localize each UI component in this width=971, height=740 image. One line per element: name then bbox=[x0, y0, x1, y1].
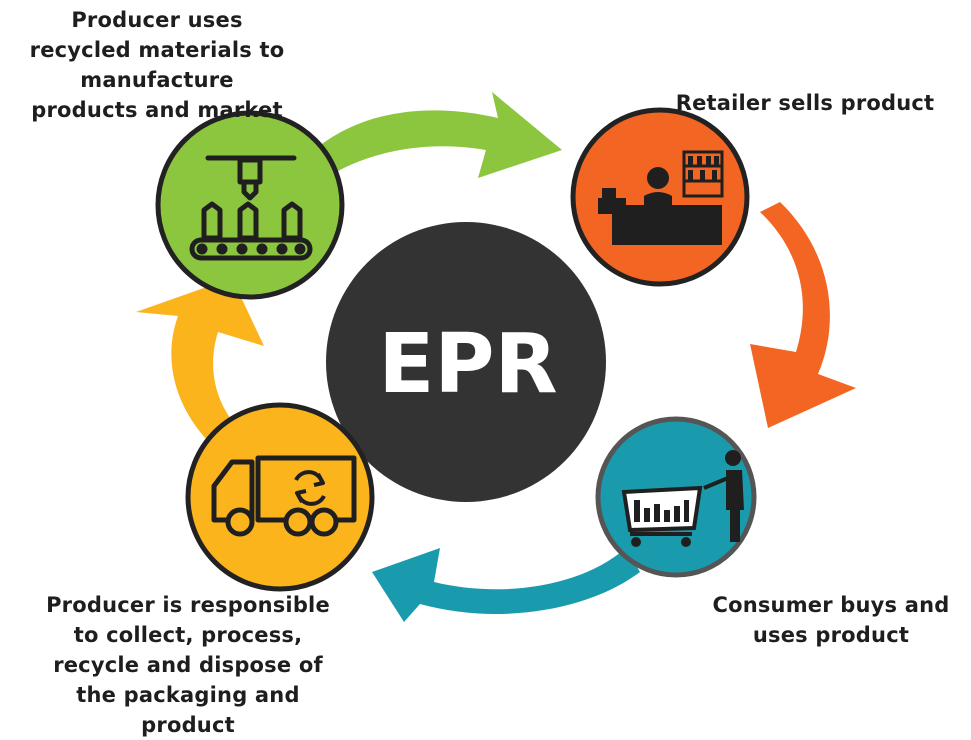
step-label-producer-collects: Producer is responsible to collect, proc… bbox=[46, 593, 330, 737]
center-circle: EPR bbox=[326, 222, 606, 502]
producer-circle bbox=[155, 110, 345, 300]
collector-circle bbox=[185, 402, 375, 592]
arrow-producer-to-retailer bbox=[312, 92, 562, 178]
shopping-cart-icon bbox=[621, 450, 744, 547]
arrow-retailer-to-consumer bbox=[750, 202, 856, 428]
arrow-collector-to-producer bbox=[136, 278, 264, 448]
consumer-circle bbox=[595, 416, 757, 578]
recycling-truck-icon bbox=[211, 455, 357, 537]
factory-conveyor-icon bbox=[189, 155, 313, 261]
step-label-consumer-buys: Consumer buys and uses product bbox=[712, 593, 950, 647]
retail-counter-icon bbox=[598, 150, 724, 245]
step-label-producer-manufactures: Producer uses recycled materials to manu… bbox=[29, 8, 285, 122]
retailer-circle bbox=[570, 107, 750, 287]
step-label-retailer-sells: Retailer sells product bbox=[675, 91, 935, 115]
arrow-consumer-to-producer bbox=[372, 548, 640, 622]
center-label: EPR bbox=[378, 317, 557, 412]
